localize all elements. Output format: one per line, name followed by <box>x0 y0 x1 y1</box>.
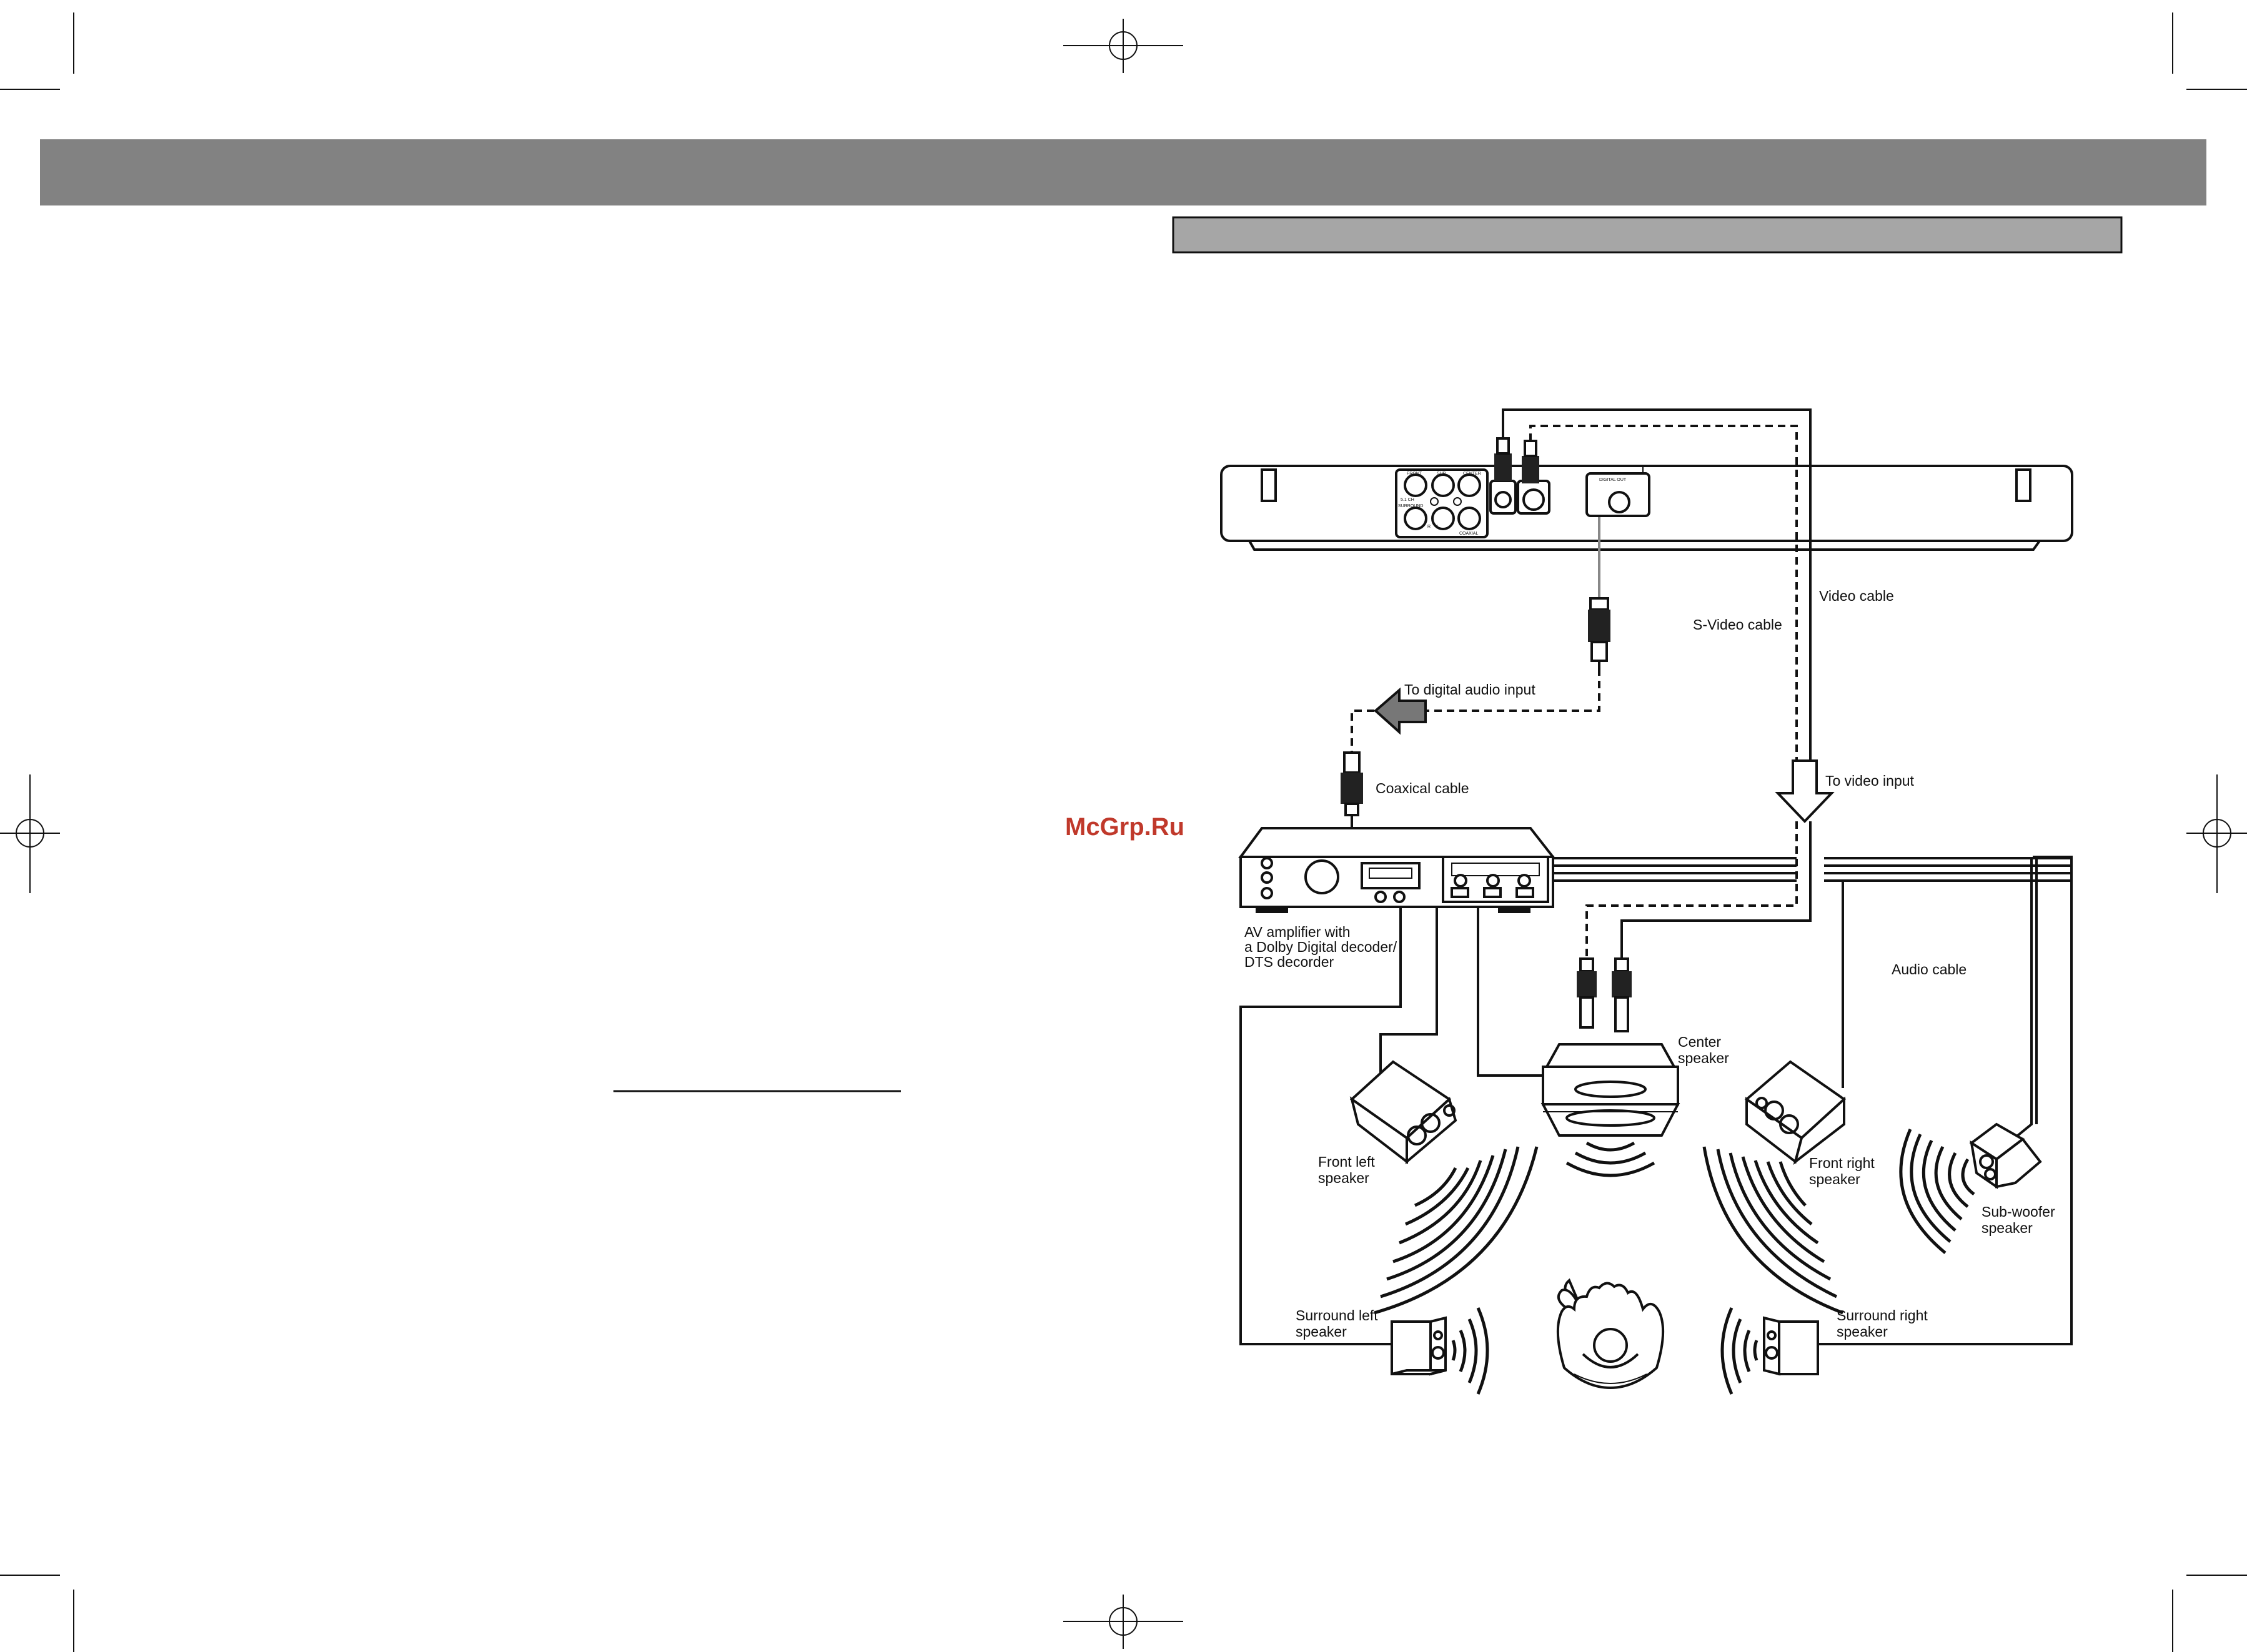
svg-text:SURROUND: SURROUND <box>1398 504 1423 508</box>
surround-left-speaker <box>1391 1316 1447 1376</box>
label-sub-1: Sub-woofer <box>1982 1204 2055 1220</box>
watermark-text: McGrp.Ru <box>1065 813 1184 841</box>
section-title-bar <box>1172 216 2123 254</box>
svg-text:R: R <box>1427 525 1431 529</box>
video-input-arrow <box>1775 759 1835 823</box>
label-to-digital-audio: To digital audio input <box>1404 681 1535 698</box>
registration-mark-bottom <box>1063 1595 1183 1649</box>
svg-text:FRONT: FRONT <box>1407 472 1422 476</box>
coax-plug-lower <box>1341 751 1363 829</box>
digital-audio-arrow <box>1373 687 1427 735</box>
surround-right-sound-waves <box>1720 1307 1758 1395</box>
label-amp-line3: DTS decorder <box>1244 954 1334 970</box>
svg-text:CENTER: CENTER <box>1463 472 1481 476</box>
video-plug-left <box>1494 431 1512 481</box>
label-front-right-2: speaker <box>1809 1171 1860 1187</box>
center-speaker <box>1540 1043 1680 1137</box>
label-amp-line2: a Dolby Digital decoder/ <box>1244 939 1397 955</box>
label-to-video-input: To video input <box>1825 773 1915 789</box>
label-front-left-1: Front left <box>1318 1154 1375 1170</box>
video-plug-right <box>1522 440 1539 483</box>
label-surr-left-2: speaker <box>1296 1323 1347 1340</box>
listener-icon <box>1556 1278 1665 1390</box>
registration-mark-right <box>2186 774 2247 893</box>
svideo-cable-line <box>1529 425 1798 774</box>
label-coaxical-cable: Coaxical cable <box>1376 780 1469 796</box>
label-center-1: Center <box>1678 1034 1721 1050</box>
label-amp-line1: AV amplifier with <box>1244 924 1351 940</box>
label-surr-right-1: Surround right <box>1837 1307 1928 1323</box>
label-surr-right-2: speaker <box>1837 1323 1888 1340</box>
label-video-cable: Video cable <box>1819 588 1894 604</box>
svg-text:COAXIAL: COAXIAL <box>1459 532 1478 536</box>
front-right-sound-waves <box>1702 1146 1843 1315</box>
subwoofer-cable <box>1824 857 2033 1137</box>
coax-plug-upper <box>1588 597 1610 668</box>
front-right-speaker <box>1744 1060 1847 1165</box>
coax-cable-dashed <box>1418 668 1600 712</box>
video-to-center <box>1620 821 1812 959</box>
surround-left-sound-waves <box>1451 1307 1489 1395</box>
av-amplifier <box>1238 827 1556 913</box>
svg-text:SUB: SUB <box>1437 472 1446 476</box>
label-sub-2: speaker <box>1982 1220 2033 1236</box>
video-cable-line <box>1502 408 1812 774</box>
label-center-2: speaker <box>1678 1050 1729 1066</box>
svideo-to-center <box>1585 821 1798 959</box>
subwoofer-sound-waves <box>1899 1129 1975 1254</box>
center-sound-waves <box>1565 1141 1655 1177</box>
header-bar <box>40 139 2206 205</box>
speaker-cables <box>1239 856 2073 1345</box>
label-surr-left-1: Surround left <box>1296 1307 1378 1323</box>
center-plug-left <box>1577 957 1597 1029</box>
center-plug-right <box>1612 957 1632 1032</box>
crop-marks <box>0 12 2247 1652</box>
svg-text:L: L <box>1437 525 1439 529</box>
label-front-right-1: Front right <box>1809 1155 1875 1171</box>
svg-text:DIGITAL OUT: DIGITAL OUT <box>1599 478 1627 482</box>
label-svideo-cable: S-Video cable <box>1693 616 1782 633</box>
surround-right-speaker <box>1763 1316 1819 1376</box>
front-left-sound-waves <box>1374 1146 1539 1315</box>
svg-text:5.1 CH: 5.1 CH <box>1401 498 1414 502</box>
subwoofer <box>1969 1122 2042 1189</box>
label-front-left-2: speaker <box>1318 1170 1369 1186</box>
front-left-speaker <box>1349 1060 1457 1165</box>
registration-mark-left <box>0 774 60 893</box>
label-audio-cable: Audio cable <box>1892 961 1967 977</box>
coax-cable-dashed-left <box>1351 710 1374 753</box>
registration-mark-top <box>1063 19 1183 73</box>
audio-bus-lines <box>1553 857 2071 882</box>
dvd-player: FRONT SUB CENTER 5.1 CH SURROUND R L COA… <box>1220 465 2073 551</box>
